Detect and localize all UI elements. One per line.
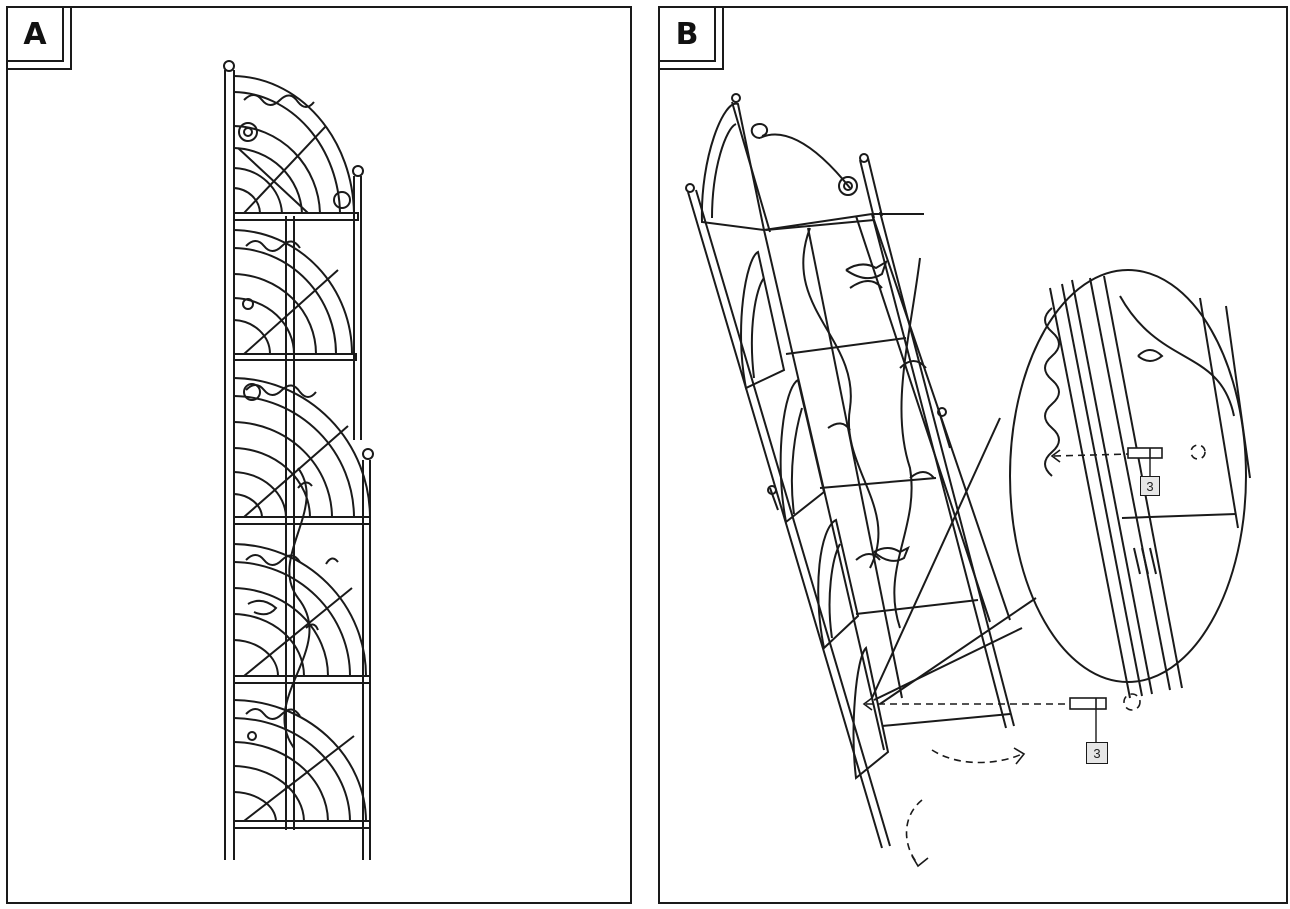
panel-b: B [658, 6, 1288, 904]
part-callout-3-detail: 3 [1140, 476, 1160, 496]
panel-a-label: A [8, 8, 64, 62]
assembly-illustration [685, 93, 1251, 868]
part-number-label: 3 [1146, 478, 1154, 494]
screw-icon [1069, 447, 1163, 710]
panel-b-tag: B [660, 8, 724, 70]
part-number-label: 3 [1093, 745, 1101, 761]
corner-shelf-illustration [223, 60, 374, 860]
panel-a-tag: A [8, 8, 72, 70]
part-callout-3-main: 3 [1086, 742, 1108, 764]
panel-a: A [6, 6, 632, 904]
panel-b-label: B [660, 8, 716, 62]
